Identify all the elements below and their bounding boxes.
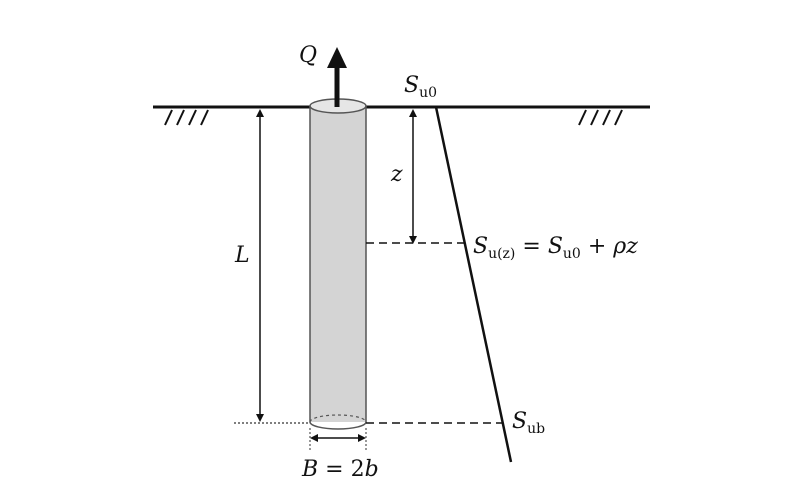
- load-label: Q: [299, 43, 317, 68]
- pile-base-ellipse-front: [309, 421, 367, 430]
- strength-profile-line: [434, 106, 513, 463]
- strength-profile-label: Su(z) = Su0 + ρz: [473, 234, 638, 262]
- surface-strength-label: Su0: [404, 73, 437, 101]
- depth-label: z: [390, 162, 403, 187]
- load-arrow: [327, 47, 347, 107]
- pile-base-ellipse-back: [309, 414, 367, 423]
- base-strength-label: Sub: [512, 409, 545, 437]
- ground-hatch-left: [164, 109, 209, 126]
- length-label: L: [234, 243, 250, 268]
- width-label: B = 2b: [301, 457, 379, 482]
- ground-hatch-right: [578, 109, 623, 126]
- pile: [309, 98, 367, 430]
- width-dimension: [309, 428, 367, 450]
